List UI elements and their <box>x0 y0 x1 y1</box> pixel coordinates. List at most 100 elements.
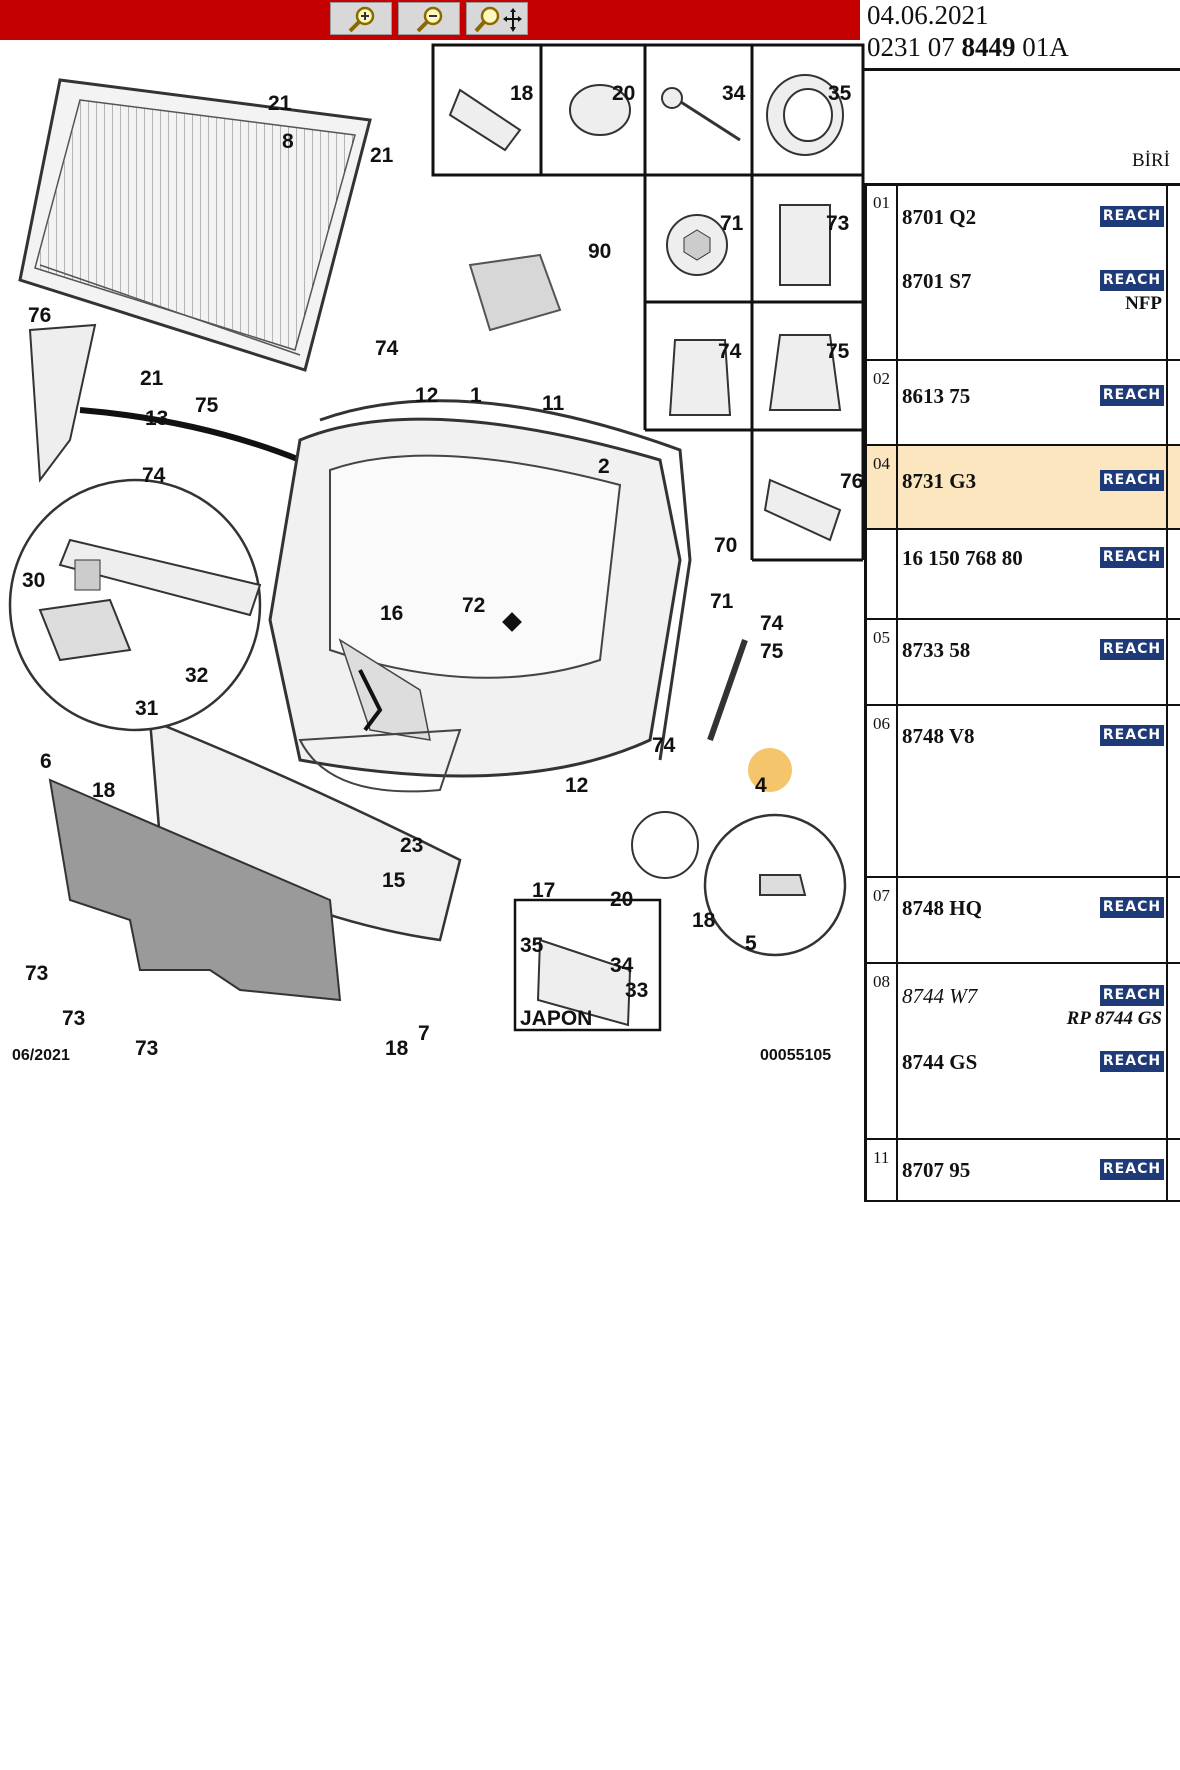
callout-34[interactable]: 34 <box>610 954 634 977</box>
callout-76[interactable]: 76 <box>840 470 863 493</box>
callout-70[interactable]: 70 <box>714 534 737 557</box>
row-column-edge <box>1166 964 1180 1138</box>
callout-1[interactable]: 1 <box>470 384 482 407</box>
callout-76[interactable]: 76 <box>28 304 51 327</box>
pan-button[interactable] <box>466 2 528 35</box>
callout-7[interactable]: 7 <box>418 1022 430 1045</box>
reach-badge: REACH <box>1100 547 1164 568</box>
callout-4[interactable]: 4 <box>755 774 767 797</box>
callout-74[interactable]: 74 <box>652 734 676 757</box>
zoom-in-button[interactable] <box>330 2 392 35</box>
callout-18[interactable]: 18 <box>692 909 716 932</box>
reach-badge: REACH <box>1100 985 1164 1006</box>
callout-23[interactable]: 23 <box>400 834 423 857</box>
tailgate <box>268 417 682 793</box>
reach-badge: REACH <box>1100 385 1164 406</box>
callout-71[interactable]: 71 <box>720 212 744 235</box>
callout-73[interactable]: 73 <box>135 1037 158 1060</box>
part-number[interactable]: 16 150 768 80 <box>902 546 1023 570</box>
row-number <box>864 528 898 618</box>
callout-74[interactable]: 74 <box>718 340 742 363</box>
panel-date: 04.06.2021 <box>867 0 989 30</box>
callout-75[interactable]: 75 <box>760 640 784 663</box>
row-number: 01 <box>864 185 898 359</box>
callout-71[interactable]: 71 <box>710 590 734 613</box>
highlight-marker <box>748 748 792 792</box>
callout-75[interactable]: 75 <box>195 394 219 417</box>
callout-5[interactable]: 5 <box>745 932 757 955</box>
part-note: NFP <box>1125 293 1162 314</box>
row-column-edge <box>1166 878 1180 962</box>
callout-32[interactable]: 32 <box>185 664 208 687</box>
callout-30[interactable]: 30 <box>22 569 45 592</box>
callout-35[interactable]: 35 <box>520 934 544 957</box>
callout-35[interactable]: 35 <box>828 82 852 105</box>
part-number[interactable]: 8748 HQ <box>902 896 982 920</box>
callout-18[interactable]: 18 <box>385 1037 409 1060</box>
part-number[interactable]: 8744 W7 <box>902 984 978 1008</box>
part-number[interactable]: 8613 75 <box>902 384 971 408</box>
callout-73[interactable]: 73 <box>826 212 849 235</box>
reach-badge: REACH <box>1100 1159 1164 1180</box>
callout-2[interactable]: 2 <box>598 455 610 478</box>
diagram-date: 06/2021 <box>12 1047 70 1064</box>
row-column-edge <box>1166 446 1180 528</box>
callout-21[interactable]: 21 <box>370 144 394 167</box>
callout-18[interactable]: 18 <box>510 82 534 105</box>
zoom-out-icon <box>416 6 443 32</box>
callout-90[interactable]: 90 <box>588 240 611 263</box>
reach-badge: REACH <box>1100 270 1164 291</box>
callout-17[interactable]: 17 <box>532 879 555 902</box>
callout-13[interactable]: 13 <box>145 407 168 430</box>
callout-74[interactable]: 74 <box>375 337 399 360</box>
callout-31[interactable]: 31 <box>135 697 159 720</box>
row-column-edge <box>1166 620 1180 704</box>
callout-73[interactable]: 73 <box>25 962 48 985</box>
japon-inset: JAPON <box>513 898 662 1032</box>
row-number: 07 <box>864 878 898 962</box>
part-number[interactable]: 8701 Q2 <box>902 205 977 229</box>
callout-33[interactable]: 33 <box>625 979 648 1002</box>
callout-11[interactable]: 11 <box>542 392 565 415</box>
part-number[interactable]: 8707 95 <box>902 1158 971 1182</box>
part-number[interactable]: 8733 58 <box>902 638 971 662</box>
callout-74[interactable]: 74 <box>142 464 166 487</box>
small-parts-grid <box>431 43 865 562</box>
callout-20[interactable]: 20 <box>610 888 633 911</box>
callout-73[interactable]: 73 <box>62 1007 85 1030</box>
insulation-panel <box>48 778 342 1002</box>
callout-20[interactable]: 20 <box>612 82 635 105</box>
row-number: 08 <box>864 964 898 1138</box>
part-number[interactable]: 8701 S7 <box>902 269 972 293</box>
callout-75[interactable]: 75 <box>826 340 850 363</box>
callout-74[interactable]: 74 <box>760 612 784 635</box>
callout-6[interactable]: 6 <box>40 750 52 773</box>
row-number: 05 <box>864 620 898 704</box>
callout-72[interactable]: 72 <box>462 594 485 617</box>
part-number[interactable]: 8748 V8 <box>902 724 975 748</box>
part-number[interactable]: 8744 GS <box>902 1050 978 1074</box>
callout-15[interactable]: 15 <box>382 869 406 892</box>
zoom-out-button[interactable] <box>398 2 460 35</box>
callout-21[interactable]: 21 <box>140 367 164 390</box>
callout-34[interactable]: 34 <box>722 82 746 105</box>
callout-8[interactable]: 8 <box>282 130 294 153</box>
callout-12[interactable]: 12 <box>415 384 438 407</box>
callout-21[interactable]: 21 <box>268 92 292 115</box>
rear-glass <box>18 78 372 372</box>
callout-18[interactable]: 18 <box>92 779 116 802</box>
callout-12[interactable]: 12 <box>565 774 588 797</box>
part-number[interactable]: 8731 G3 <box>902 469 977 493</box>
table-row[interactable]: 16 150 768 80 REACH <box>864 528 1180 620</box>
callout-16[interactable]: 16 <box>380 602 403 625</box>
